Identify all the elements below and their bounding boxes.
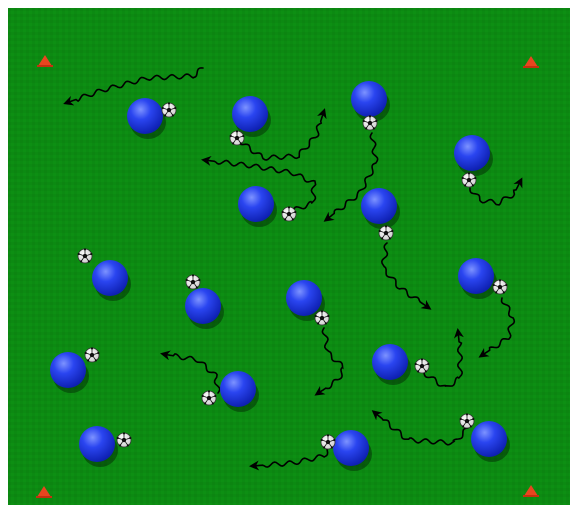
dribble-path-arrow <box>63 67 204 106</box>
dribble-path-arrow <box>160 350 221 394</box>
dribble-path-arrow <box>469 177 523 206</box>
dribble-path-arrow <box>249 443 332 471</box>
dribble-path-arrow <box>201 155 317 215</box>
dribble-path-arrow <box>380 242 432 310</box>
dribble-path-arrow <box>423 328 464 387</box>
training-pitch <box>8 8 570 505</box>
dribble-path-arrow <box>371 410 469 446</box>
dribble-path-arrow <box>323 132 379 222</box>
dribble-path-arrow <box>314 327 344 396</box>
dribble-path-arrow <box>237 108 327 161</box>
dribble-path-arrow <box>478 297 516 358</box>
